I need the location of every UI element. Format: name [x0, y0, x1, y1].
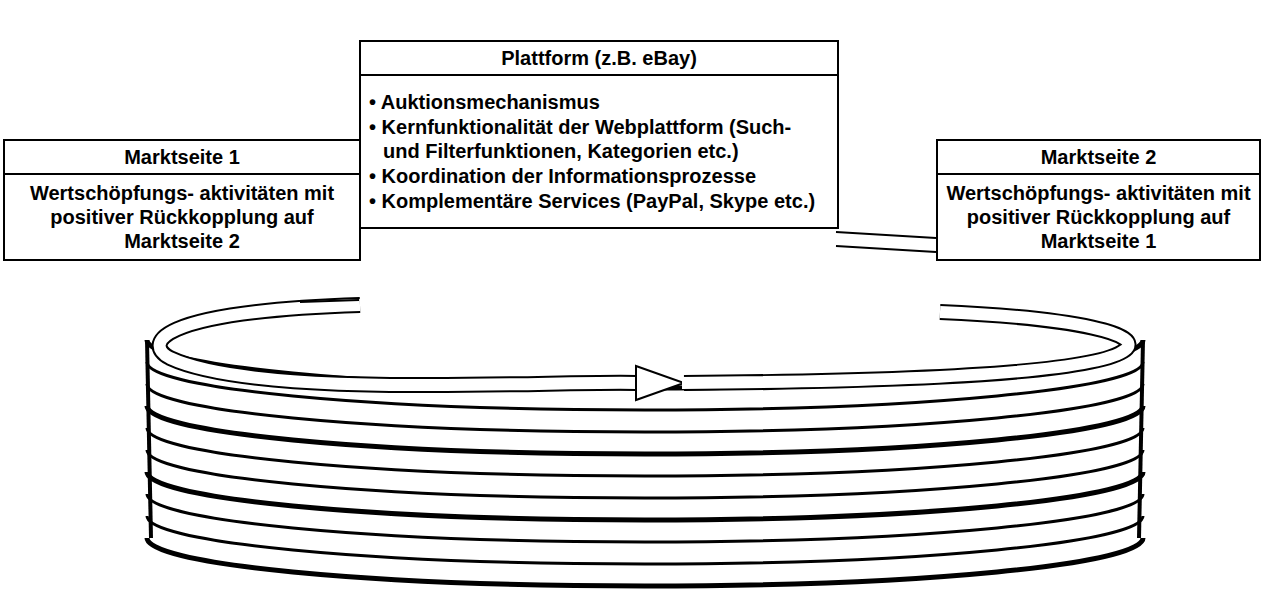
box-text: • Koordination der Informationsprozesse — [361, 163, 837, 188]
box-heading: Plattform (z.B. eBay) — [361, 42, 837, 76]
ribbon-outline — [160, 305, 640, 385]
coil-winding — [147, 494, 1143, 542]
box-text: • Auktionsmechanismus — [361, 76, 837, 114]
coil-winding — [147, 406, 1143, 454]
coil-side — [1139, 340, 1143, 538]
market-side-box: Marktseite 1Wertschöpfungs- aktivitäten … — [3, 139, 361, 261]
box-heading: Marktseite 2 — [938, 141, 1259, 175]
coil-winding — [147, 428, 1143, 476]
ribbon-edge — [836, 232, 936, 252]
ribbon-edge — [300, 300, 359, 302]
box-text: • Kernfunktionalität der Webplattform (S… — [361, 114, 837, 163]
box-text: Wertschöpfungs- aktivitäten mit positive… — [5, 175, 359, 259]
box-text: Wertschöpfungs- aktivitäten mit positive… — [938, 175, 1259, 259]
coil-winding — [147, 538, 1143, 586]
coil-side — [147, 340, 151, 538]
coil-winding — [147, 516, 1143, 564]
platform-box: Plattform (z.B. eBay)• Auktionsmechanism… — [359, 40, 839, 229]
coil-winding — [147, 450, 1143, 498]
ribbon-arrowhead — [636, 366, 684, 400]
box-text: • Komplementäre Services (PayPal, Skype … — [361, 188, 837, 227]
market-side-box: Marktseite 2Wertschöpfungs- aktivitäten … — [936, 139, 1261, 261]
ribbon-fill — [160, 305, 640, 385]
box-heading: Marktseite 1 — [5, 141, 359, 175]
coil-winding — [147, 472, 1143, 520]
ribbon-fill — [682, 312, 1129, 383]
